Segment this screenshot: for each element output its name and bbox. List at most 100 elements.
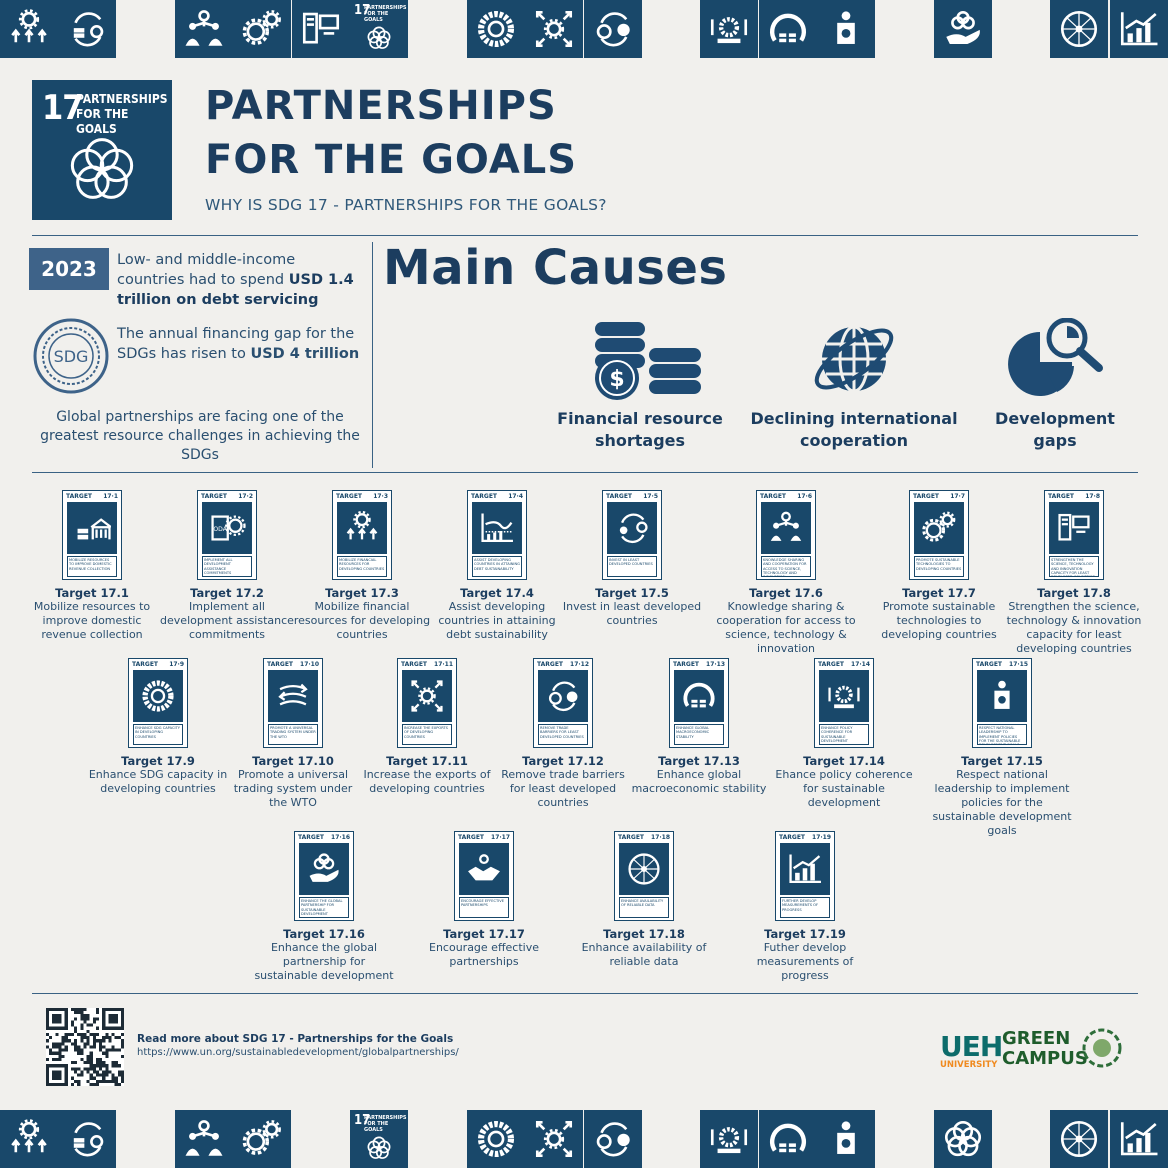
strip-tile: [584, 0, 642, 58]
card-icon: [1049, 502, 1099, 554]
svg-text:ODA: ODA: [213, 526, 227, 533]
target-name: Target 17.4: [460, 586, 534, 600]
target-description: Enhance the global partnership for susta…: [254, 941, 394, 982]
strip-tile: [525, 1110, 583, 1168]
data-globe-icon: [628, 853, 660, 885]
target-name: Target 17.19: [764, 927, 846, 941]
strip-tile: [467, 1110, 525, 1168]
target-name: Target 17.8: [1037, 586, 1111, 600]
network-people-icon: [770, 511, 802, 541]
strip-tile: [700, 0, 758, 58]
card-caption: MOBILIZE RESOURCES TO IMPROVE DOMESTIC R…: [67, 556, 117, 577]
card-caption: ENHANCE THE GLOBAL PARTNERSHIP FOR SUSTA…: [299, 897, 349, 918]
card-caption: PROMOTE SUSTAINABLE TECHNOLOGIES TO DEVE…: [914, 556, 964, 577]
source-link[interactable]: https://www.un.org/sustainabledevelopmen…: [137, 1047, 459, 1058]
cause-cooperation-line2: cooperation: [800, 431, 908, 450]
gears-icon: [242, 10, 281, 45]
strip-tile: [292, 0, 350, 58]
ueh-green-campus-logo: UEH UNIVERSITY GREEN CAMPUS: [940, 1020, 1125, 1080]
flower-rings-icon: [70, 138, 134, 199]
gear-arrows-icon: [11, 1119, 47, 1153]
sdg-wheel-icon: [477, 10, 515, 48]
policy-wheel-icon: [710, 17, 748, 44]
card-icon: [402, 670, 452, 722]
card-caption: ENHANCE POLICY COHERENCE FOR SUSTAINABLE…: [819, 724, 869, 745]
partnership-challenge-text: Global partnerships are facing one of th…: [40, 409, 360, 463]
target-name: Target 17.11: [386, 754, 468, 768]
stability-icon: [769, 13, 807, 43]
sdg-coin-icon: SDG: [33, 318, 109, 394]
card-icon: [607, 502, 657, 554]
target-name: Target 17.1: [55, 586, 129, 600]
target-description: Mobilize resources to improve domestic r…: [33, 600, 151, 641]
target-name: Target 17.14: [803, 754, 885, 768]
card-icon: [67, 502, 117, 554]
strip-tile: [175, 1110, 233, 1168]
data-globe-icon: [1060, 10, 1098, 48]
card-icon: [819, 670, 869, 722]
target-description: Knowledge sharing & cooperation for acce…: [716, 600, 856, 655]
strip-tile: [1110, 0, 1168, 58]
target-description: Respect national leadership to implement…: [932, 768, 1072, 837]
divider: [32, 235, 1138, 236]
coin-label: SDG: [54, 347, 89, 366]
target-name: Target 17.6: [749, 586, 823, 600]
strip-tile: [817, 1110, 875, 1168]
stability-icon: [683, 682, 715, 708]
strip-tile: [58, 0, 116, 58]
year-badge: 2023: [29, 248, 109, 290]
card-caption: ENHANCE GLOBAL MACROECONOMIC STABILITY: [674, 724, 724, 745]
target-description: Enhance global macroeconomic stability: [631, 768, 767, 795]
gear-globe-icon: [596, 1122, 630, 1157]
sdg-number: 17: [42, 88, 84, 128]
export-arrows-icon: [411, 680, 443, 712]
target-name: Target 17.9: [121, 754, 195, 768]
gear-arrows-icon: [11, 9, 47, 43]
sdg-wheel-icon: [142, 680, 174, 712]
qr-code[interactable]: [46, 1008, 124, 1086]
oda-icon: ODA: [211, 515, 246, 541]
leaf-wreath-icon: [1082, 1028, 1122, 1068]
cause-financial-line2: shortages: [594, 431, 686, 450]
target-name: Target 17.7: [902, 586, 976, 600]
hand-flower-icon: [309, 853, 339, 882]
strip-tile: [1050, 1110, 1108, 1168]
card-caption: PROMOTE A UNIVERSAL TRADING SYSTEM UNDER…: [268, 724, 318, 745]
flower-icon: [944, 1120, 982, 1157]
strip-tile: [584, 1110, 642, 1168]
policy-wheel-icon: [828, 685, 860, 709]
card-icon: [299, 843, 349, 895]
page-subtitle: WHY IS SDG 17 - PARTNERSHIPS FOR THE GOA…: [205, 196, 607, 214]
chart-icon: [481, 513, 513, 543]
read-more-text: Read more about SDG 17 - Partnerships fo…: [137, 1033, 454, 1045]
vertical-divider: [372, 242, 373, 468]
target-description: Strengthen the science, technology & inn…: [1006, 600, 1142, 655]
target-name: Target 17.17: [443, 927, 525, 941]
